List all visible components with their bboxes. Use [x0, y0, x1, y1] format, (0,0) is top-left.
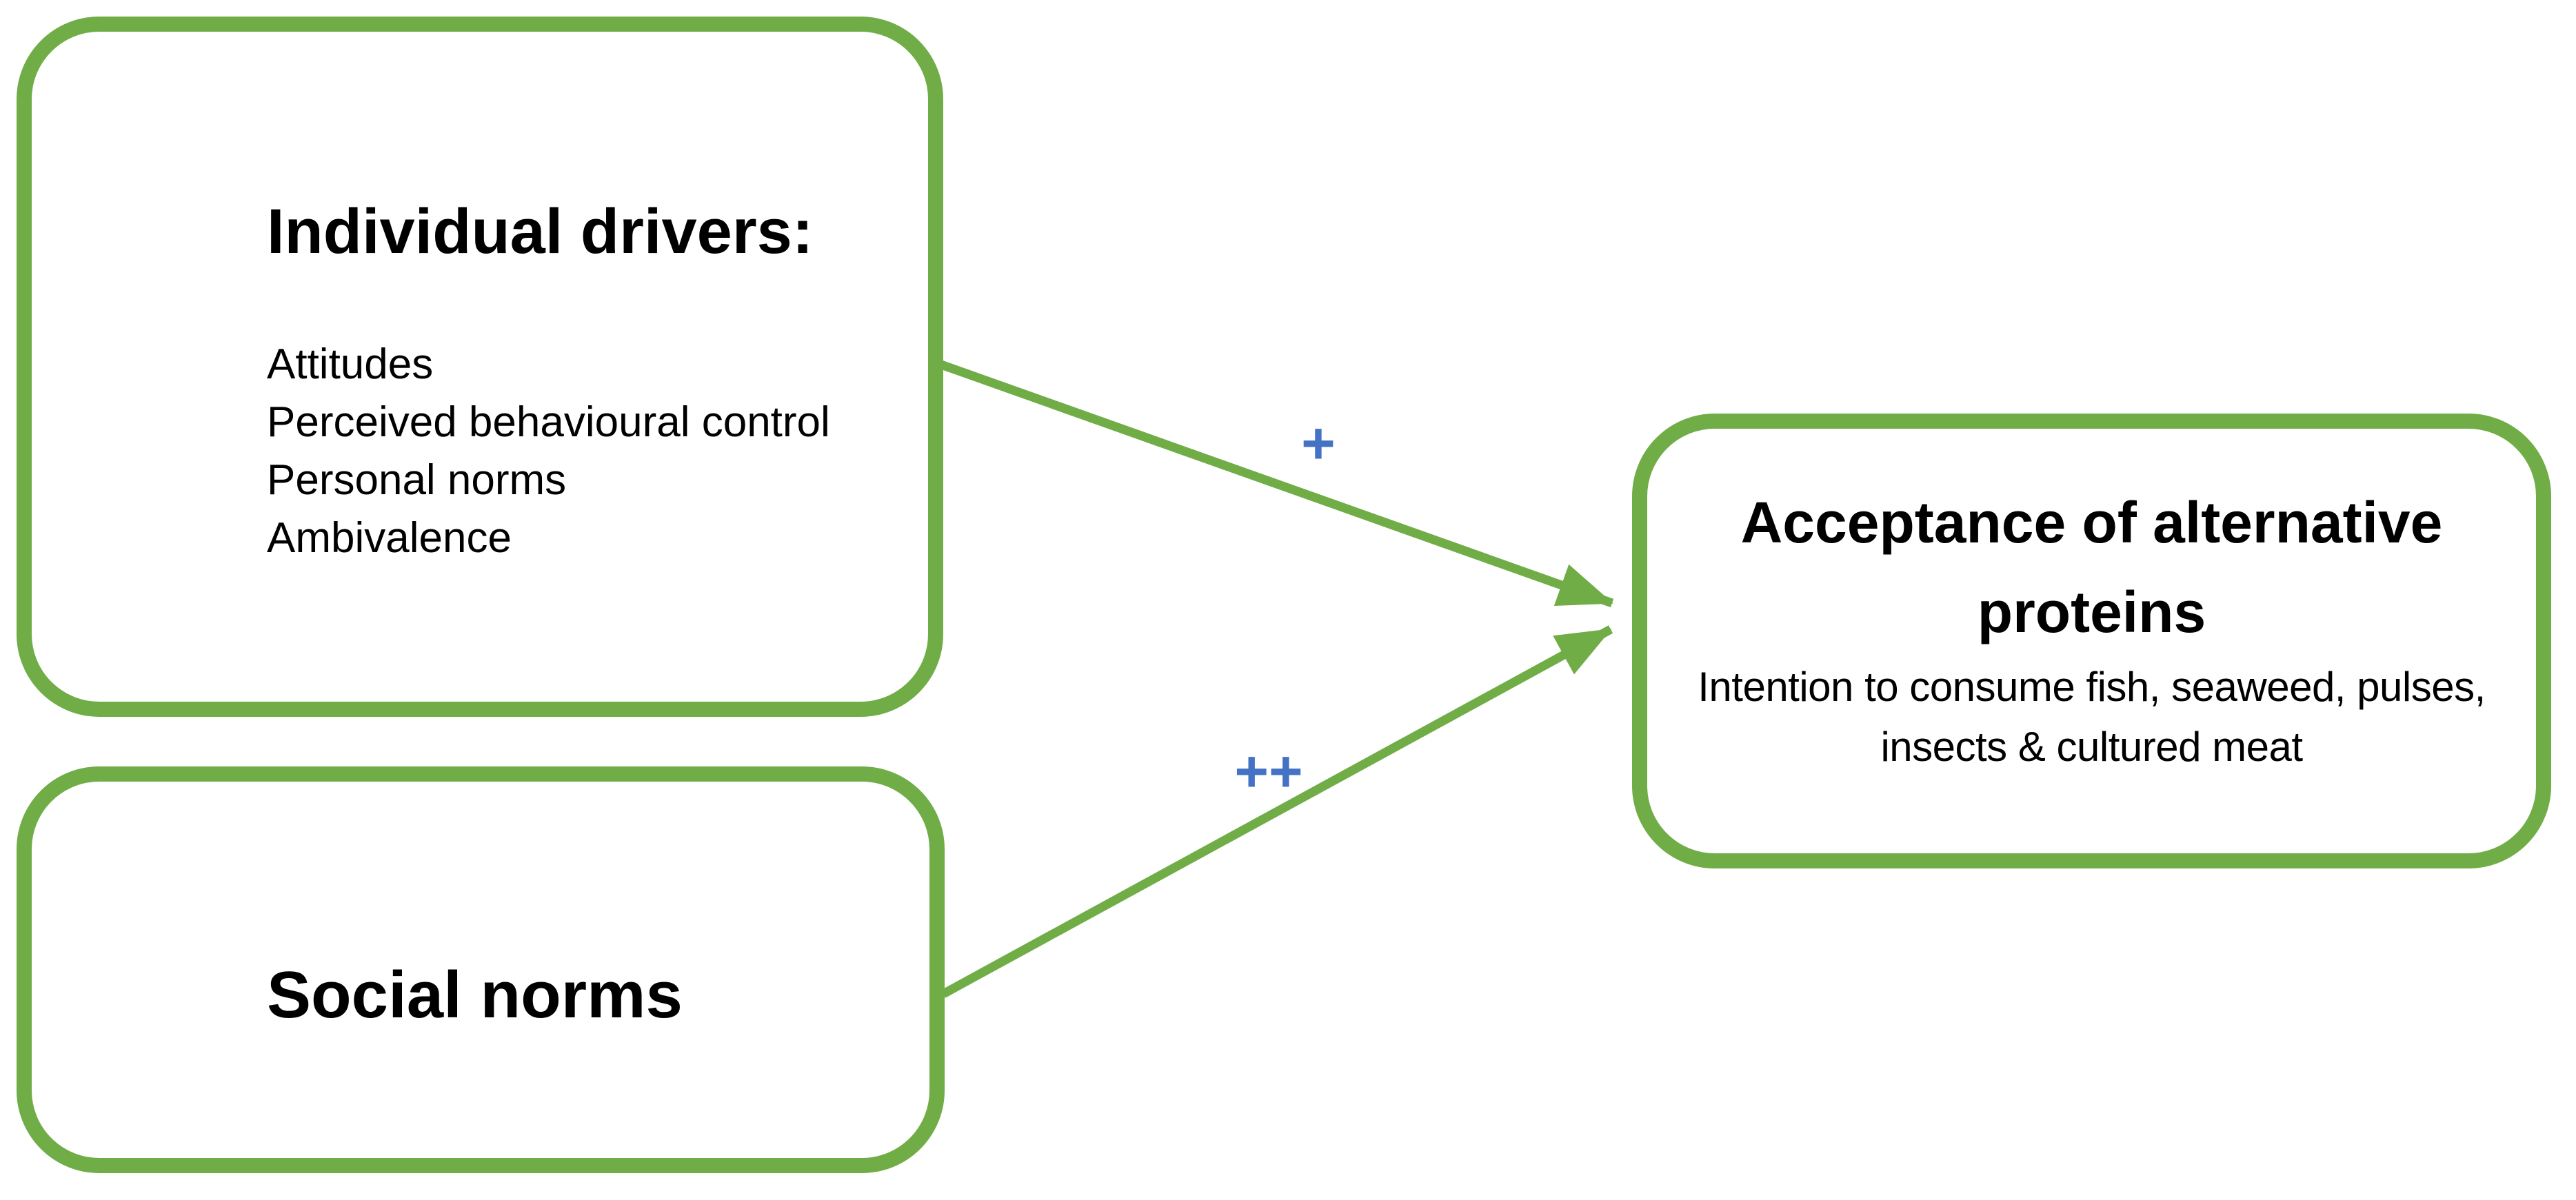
list-item: Perceived behavioural control — [267, 398, 830, 446]
list-item: Attitudes — [267, 340, 434, 388]
arrow-label-plus: + — [1301, 411, 1336, 476]
list-item: Ambivalence — [267, 514, 512, 562]
acceptance-box: Acceptance of alternative proteins Inten… — [1632, 414, 2551, 868]
acceptance-title: Acceptance of alternative proteins — [1741, 478, 2443, 657]
acceptance-subtitle-line: insects & cultured meat — [1880, 724, 2303, 770]
acceptance-title-line: Acceptance of alternative — [1740, 490, 2443, 555]
individual-drivers-title: Individual drivers: — [267, 196, 814, 267]
social-norms-box: Social norms — [17, 766, 945, 1173]
list-item: Personal norms — [267, 456, 567, 504]
arrow-social-norms-to-acceptance — [940, 625, 1613, 998]
social-norms-title: Social norms — [267, 958, 683, 1032]
individual-drivers-list: Attitudes Perceived behavioural control … — [267, 336, 830, 567]
acceptance-subtitle-line: Intention to consume fish, seaweed, puls… — [1698, 664, 2486, 710]
acceptance-subtitle: Intention to consume fish, seaweed, puls… — [1698, 657, 2486, 777]
individual-drivers-box: Individual drivers: Attitudes Perceived … — [17, 17, 943, 717]
arrow-individual-drivers-to-acceptance — [939, 360, 1614, 608]
acceptance-title-line: proteins — [1977, 580, 2206, 644]
arrow-label-plus-plus: ++ — [1234, 739, 1303, 804]
